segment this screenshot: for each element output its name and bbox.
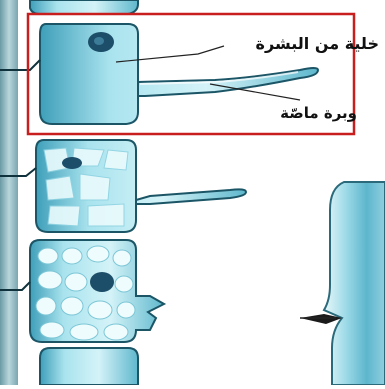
epidermal-cell-2 <box>36 140 246 232</box>
zoom-inset <box>300 182 385 385</box>
epidermal-cell-label: خلية من البشرة <box>256 34 379 53</box>
root-hair-label: وبرة ماصّة <box>280 104 357 122</box>
top-partial-cell <box>30 0 138 14</box>
background-strip <box>0 0 18 385</box>
epidermal-cell-3 <box>30 240 164 342</box>
epidermal-cell-4-partial <box>40 348 138 385</box>
